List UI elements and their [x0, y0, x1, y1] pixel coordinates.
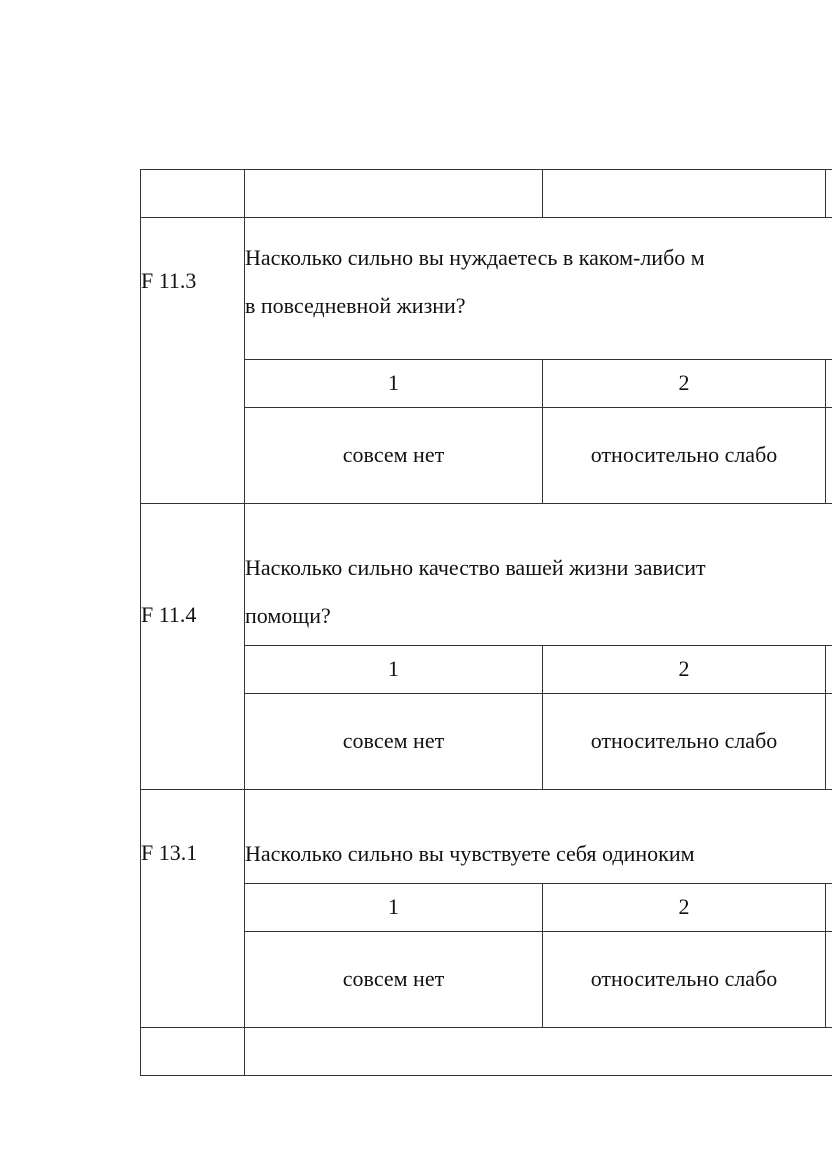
scale-option-label[interactable]: совсем нет: [244, 931, 543, 1028]
question-row-f11-3: F 11.3 Насколько сильно вы нуждаетесь в …: [140, 217, 832, 504]
table-header-row-empty: [140, 169, 832, 218]
scale-number-row: 1 2: [141, 883, 832, 932]
scale-option-label-clipped[interactable]: [825, 407, 832, 504]
empty-cell: [140, 169, 245, 218]
question-text-line-1: Насколько сильно вы чувствуете себя один…: [245, 841, 695, 866]
scale-number: 2: [542, 359, 826, 408]
scale-label-row: совсем нет относительно слабо: [141, 407, 832, 504]
scale-number-clipped: [825, 883, 832, 932]
question-text: Насколько сильно вы нуждаетесь в каком-л…: [244, 217, 832, 360]
table-footer-row-empty: [140, 1027, 832, 1076]
scale-label-row: совсем нет относительно слабо: [141, 931, 832, 1028]
question-text-line-2: помощи?: [245, 603, 331, 628]
question-text-line-2: в повседневной жизни?: [245, 293, 466, 318]
scale-option-label[interactable]: относительно слабо: [542, 407, 826, 504]
empty-cell: [244, 1027, 832, 1076]
question-code: F 13.1: [140, 789, 245, 1028]
empty-cell: [825, 169, 832, 218]
empty-cell: [140, 1027, 245, 1076]
scale-number-row: 1 2: [141, 359, 832, 408]
question-code: F 11.3: [140, 217, 245, 504]
question-code: F 11.4: [140, 503, 245, 790]
empty-cell: [244, 169, 543, 218]
scale-option-label[interactable]: совсем нет: [244, 693, 543, 790]
question-text: Насколько сильно качество вашей жизни за…: [244, 503, 832, 646]
scale-number: 1: [244, 359, 543, 408]
scale-label-row: совсем нет относительно слабо: [141, 693, 832, 790]
scale-number-clipped: [825, 359, 832, 408]
scale-option-label-clipped[interactable]: [825, 931, 832, 1028]
scale-option-label[interactable]: относительно слабо: [542, 931, 826, 1028]
question-row-f13-1: F 13.1 Насколько сильно вы чувствуете се…: [140, 789, 832, 1028]
scale-option-label-clipped[interactable]: [825, 693, 832, 790]
empty-cell: [542, 169, 826, 218]
question-text-line-1: Насколько сильно вы нуждаетесь в каком-л…: [245, 245, 705, 270]
question-text-line-1: Насколько сильно качество вашей жизни за…: [245, 555, 706, 580]
scale-number-clipped: [825, 645, 832, 694]
question-row-f11-4: F 11.4 Насколько сильно качество вашей ж…: [140, 503, 832, 790]
scale-number: 1: [244, 883, 543, 932]
scale-number: 2: [542, 883, 826, 932]
scale-number: 1: [244, 645, 543, 694]
questionnaire-table-frame: F 11.3 Насколько сильно вы нуждаетесь в …: [140, 169, 832, 1076]
scale-number: 2: [542, 645, 826, 694]
scale-number-row: 1 2: [141, 645, 832, 694]
questionnaire-table: F 11.3 Насколько сильно вы нуждаетесь в …: [140, 169, 832, 1076]
question-text: Насколько сильно вы чувствуете себя один…: [244, 789, 832, 884]
scale-option-label[interactable]: относительно слабо: [542, 693, 826, 790]
scale-option-label[interactable]: совсем нет: [244, 407, 543, 504]
